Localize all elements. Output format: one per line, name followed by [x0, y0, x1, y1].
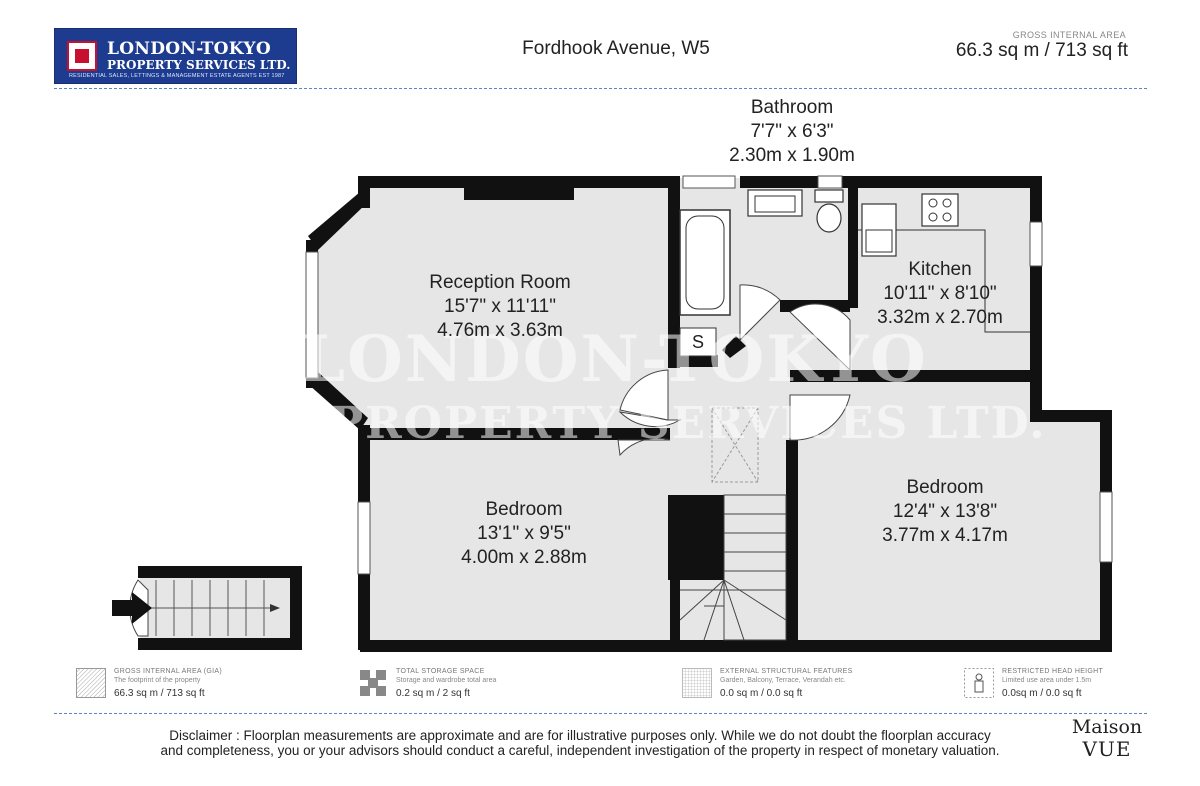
legend-subtitle: Garden, Balcony, Terrace, Verandah etc. — [720, 677, 846, 684]
crosshatch-swatch-icon — [76, 668, 106, 698]
legend-title: TOTAL STORAGE SPACE — [396, 668, 485, 675]
entrance-arrow-icon — [112, 592, 152, 624]
grid-swatch-icon — [682, 668, 712, 698]
storage-swatch-icon — [360, 670, 386, 696]
legend-subtitle: Storage and wardrobe total area — [396, 677, 497, 684]
room-metric: 3.77m x 4.17m — [882, 525, 1008, 546]
legend-value: 66.3 sq m / 713 sq ft — [114, 688, 205, 699]
interior-walls — [370, 186, 1035, 640]
room-imperial: 13'1" x 9'5" — [477, 523, 571, 544]
room-metric: 4.76m x 3.63m — [437, 320, 563, 341]
legend-title: GROSS INTERNAL AREA (GIA) — [114, 668, 222, 675]
storage-label: S — [691, 332, 704, 352]
footer-divider — [54, 713, 1147, 714]
legend-title: EXTERNAL STRUCTURAL FEATURES — [720, 668, 853, 675]
room-label-kitchen: Kitchen 10'11" x 8'10" 3.32m x 2.70m — [845, 258, 1035, 330]
watermark-line2: PROPERTY SERVICES LTD. — [330, 398, 1047, 449]
brand-logo: Maison VUE — [1062, 716, 1152, 760]
entrance-stairs — [138, 566, 302, 650]
bathtub-icon — [679, 209, 731, 316]
kitchen-counter — [858, 229, 1030, 333]
disclaimer: Disclaimer : Floorplan measurements are … — [80, 728, 1080, 758]
storage-cupboard — [679, 327, 746, 358]
watermark-line1: LONDON-TOKYO — [300, 322, 928, 397]
legend-subtitle: The footprint of the property — [114, 677, 201, 684]
disclaimer-line2: and completeness, you or your advisors s… — [160, 743, 1000, 758]
sink-icon — [747, 189, 803, 217]
room-imperial: 10'11" x 8'10" — [883, 283, 997, 304]
legend-subtitle: Limited use area under 1.5m — [1002, 677, 1092, 684]
legend-value: 0.2 sq m / 2 sq ft — [396, 688, 470, 699]
room-name: Reception Room — [429, 272, 571, 293]
loft-hatch — [711, 407, 759, 483]
room-name: Bedroom — [906, 477, 984, 498]
logo-emblem-icon — [67, 41, 97, 71]
room-imperial: 12'4" x 13'8" — [892, 501, 998, 522]
room-name: Kitchen — [908, 259, 972, 280]
room-name: Bedroom — [485, 499, 563, 520]
logo-subname: PROPERTY SERVICES LTD. — [107, 58, 291, 72]
toilet-icon — [814, 189, 844, 233]
gia-value: 66.3 sq m / 713 sq ft — [955, 40, 1128, 61]
doors — [129, 284, 851, 637]
room-name: Bathroom — [750, 97, 834, 118]
brand-line1: Maison — [1071, 716, 1143, 738]
legend-value: 0.0 sq m / 0.0 sq ft — [720, 688, 803, 699]
disclaimer-line1: Disclaimer : Floorplan measurements are … — [169, 728, 991, 743]
agency-logo: LONDON-TOKYO PROPERTY SERVICES LTD. RESI… — [54, 28, 297, 84]
room-metric: 4.00m x 2.88m — [461, 547, 587, 568]
brand-line2: VUE — [1082, 737, 1132, 761]
room-imperial: 7'7" x 6'3" — [750, 121, 834, 142]
room-label-reception: Reception Room 15'7" x 11'11" 4.76m x 3.… — [400, 271, 600, 343]
hob-icon — [921, 193, 959, 227]
internal-stairs — [679, 494, 787, 641]
room-metric: 2.30m x 1.90m — [729, 145, 855, 166]
room-label-bathroom: Bathroom 7'7" x 6'3" 2.30m x 1.90m — [692, 96, 892, 168]
legend-title: RESTRICTED HEAD HEIGHT — [1002, 668, 1104, 675]
person-icon — [964, 668, 994, 698]
legend-value: 0.0sq m / 0.0 sq ft — [1002, 688, 1082, 699]
room-label-bedroom-right: Bedroom 12'4" x 13'8" 3.77m x 4.17m — [845, 476, 1045, 548]
logo-name: LONDON-TOKYO — [107, 39, 271, 59]
kitchen-sink-icon — [861, 203, 897, 257]
windows — [305, 175, 1113, 575]
room-imperial: 15'7" x 11'11" — [444, 296, 556, 317]
logo-tagline: RESIDENTIAL SALES, LETTINGS & MANAGEMENT… — [69, 73, 285, 79]
room-metric: 3.32m x 2.70m — [877, 307, 1003, 328]
header-divider — [54, 88, 1147, 89]
room-label-bedroom-left: Bedroom 13'1" x 9'5" 4.00m x 2.88m — [424, 498, 624, 570]
gia-label: GROSS INTERNAL AREA — [1012, 30, 1126, 40]
property-address: Fordhook Avenue, W5 — [522, 38, 710, 59]
